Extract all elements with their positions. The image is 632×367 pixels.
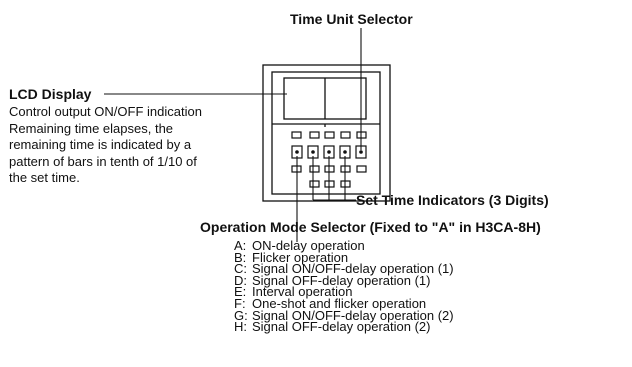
key-top-1[interactable] [291,131,302,139]
key-top-3[interactable] [324,131,335,139]
lcd-display-label: LCD Display [9,86,92,102]
lcd-description: Control output ON/OFF indication Remaini… [9,104,202,187]
mode-code: H: [234,319,247,335]
key-top-2[interactable] [309,131,320,139]
mode-code: E: [234,284,247,300]
mode-code: B: [234,249,247,265]
set-time-indicators-label: Set Time Indicators (3 Digits) [356,192,549,208]
mode-code: G: [234,307,248,323]
timer-housing [262,64,391,202]
set-time-bracket [312,156,356,201]
mode-text: Signal OFF-delay operation (2) [252,319,431,335]
mode-text: Interval operation [252,284,353,300]
mode-code: C: [234,261,247,277]
key-bottom-2[interactable] [309,165,320,173]
mode-item-d: D: Signal OFF-delay operation (1) [234,272,454,288]
mode-text: Flicker operation [252,249,349,265]
mode-item-f: F: One-shot and flicker operation [234,295,454,311]
key-low-1[interactable] [309,180,320,188]
mode-list: A: ON-delay operation B: Flicker operation… [234,238,454,335]
mode-item-h: H: Signal OFF-delay operation (2) [234,319,454,335]
time-unit-selector-label: Time Unit Selector [290,11,413,27]
mode-text: ON-delay operation [252,238,365,253]
key-bottom-5[interactable] [356,165,367,173]
mode-code: D: [234,272,247,288]
lcd-description-line: remaining time is indicated by a [9,137,192,152]
key-top-4[interactable] [340,131,351,139]
mode-text: Signal ON/OFF-delay operation (1) [252,261,454,277]
mode-text: Signal OFF-delay operation (1) [252,272,431,288]
mode-item-a: A: ON-delay operation [234,238,454,253]
lcd-description-line: Remaining time elapses, the [9,120,174,136]
mode-item-c: C: Signal ON/OFF-delay operation (1) [234,261,454,277]
lcd-description-line: Control output ON/OFF indication [9,104,202,119]
operation-mode-selector-label: Operation Mode Selector (Fixed to "A" in… [200,219,541,235]
lcd-description-line: the set time. [9,170,80,185]
mode-item-e: E: Interval operation [234,284,454,300]
mode-text: Signal ON/OFF-delay operation (2) [252,307,454,323]
timer-front-panel [271,71,381,195]
mode-code: F: [234,295,246,311]
mode-code: A: [234,238,247,253]
mode-item-g: G:Signal ON/OFF-delay operation (2) [234,307,454,323]
mode-text: One-shot and flicker operation [252,295,427,311]
mode-item-b: B: Flicker operation [234,249,454,265]
lcd-description-line: pattern of bars in tenth of 1/10 of [9,153,197,169]
